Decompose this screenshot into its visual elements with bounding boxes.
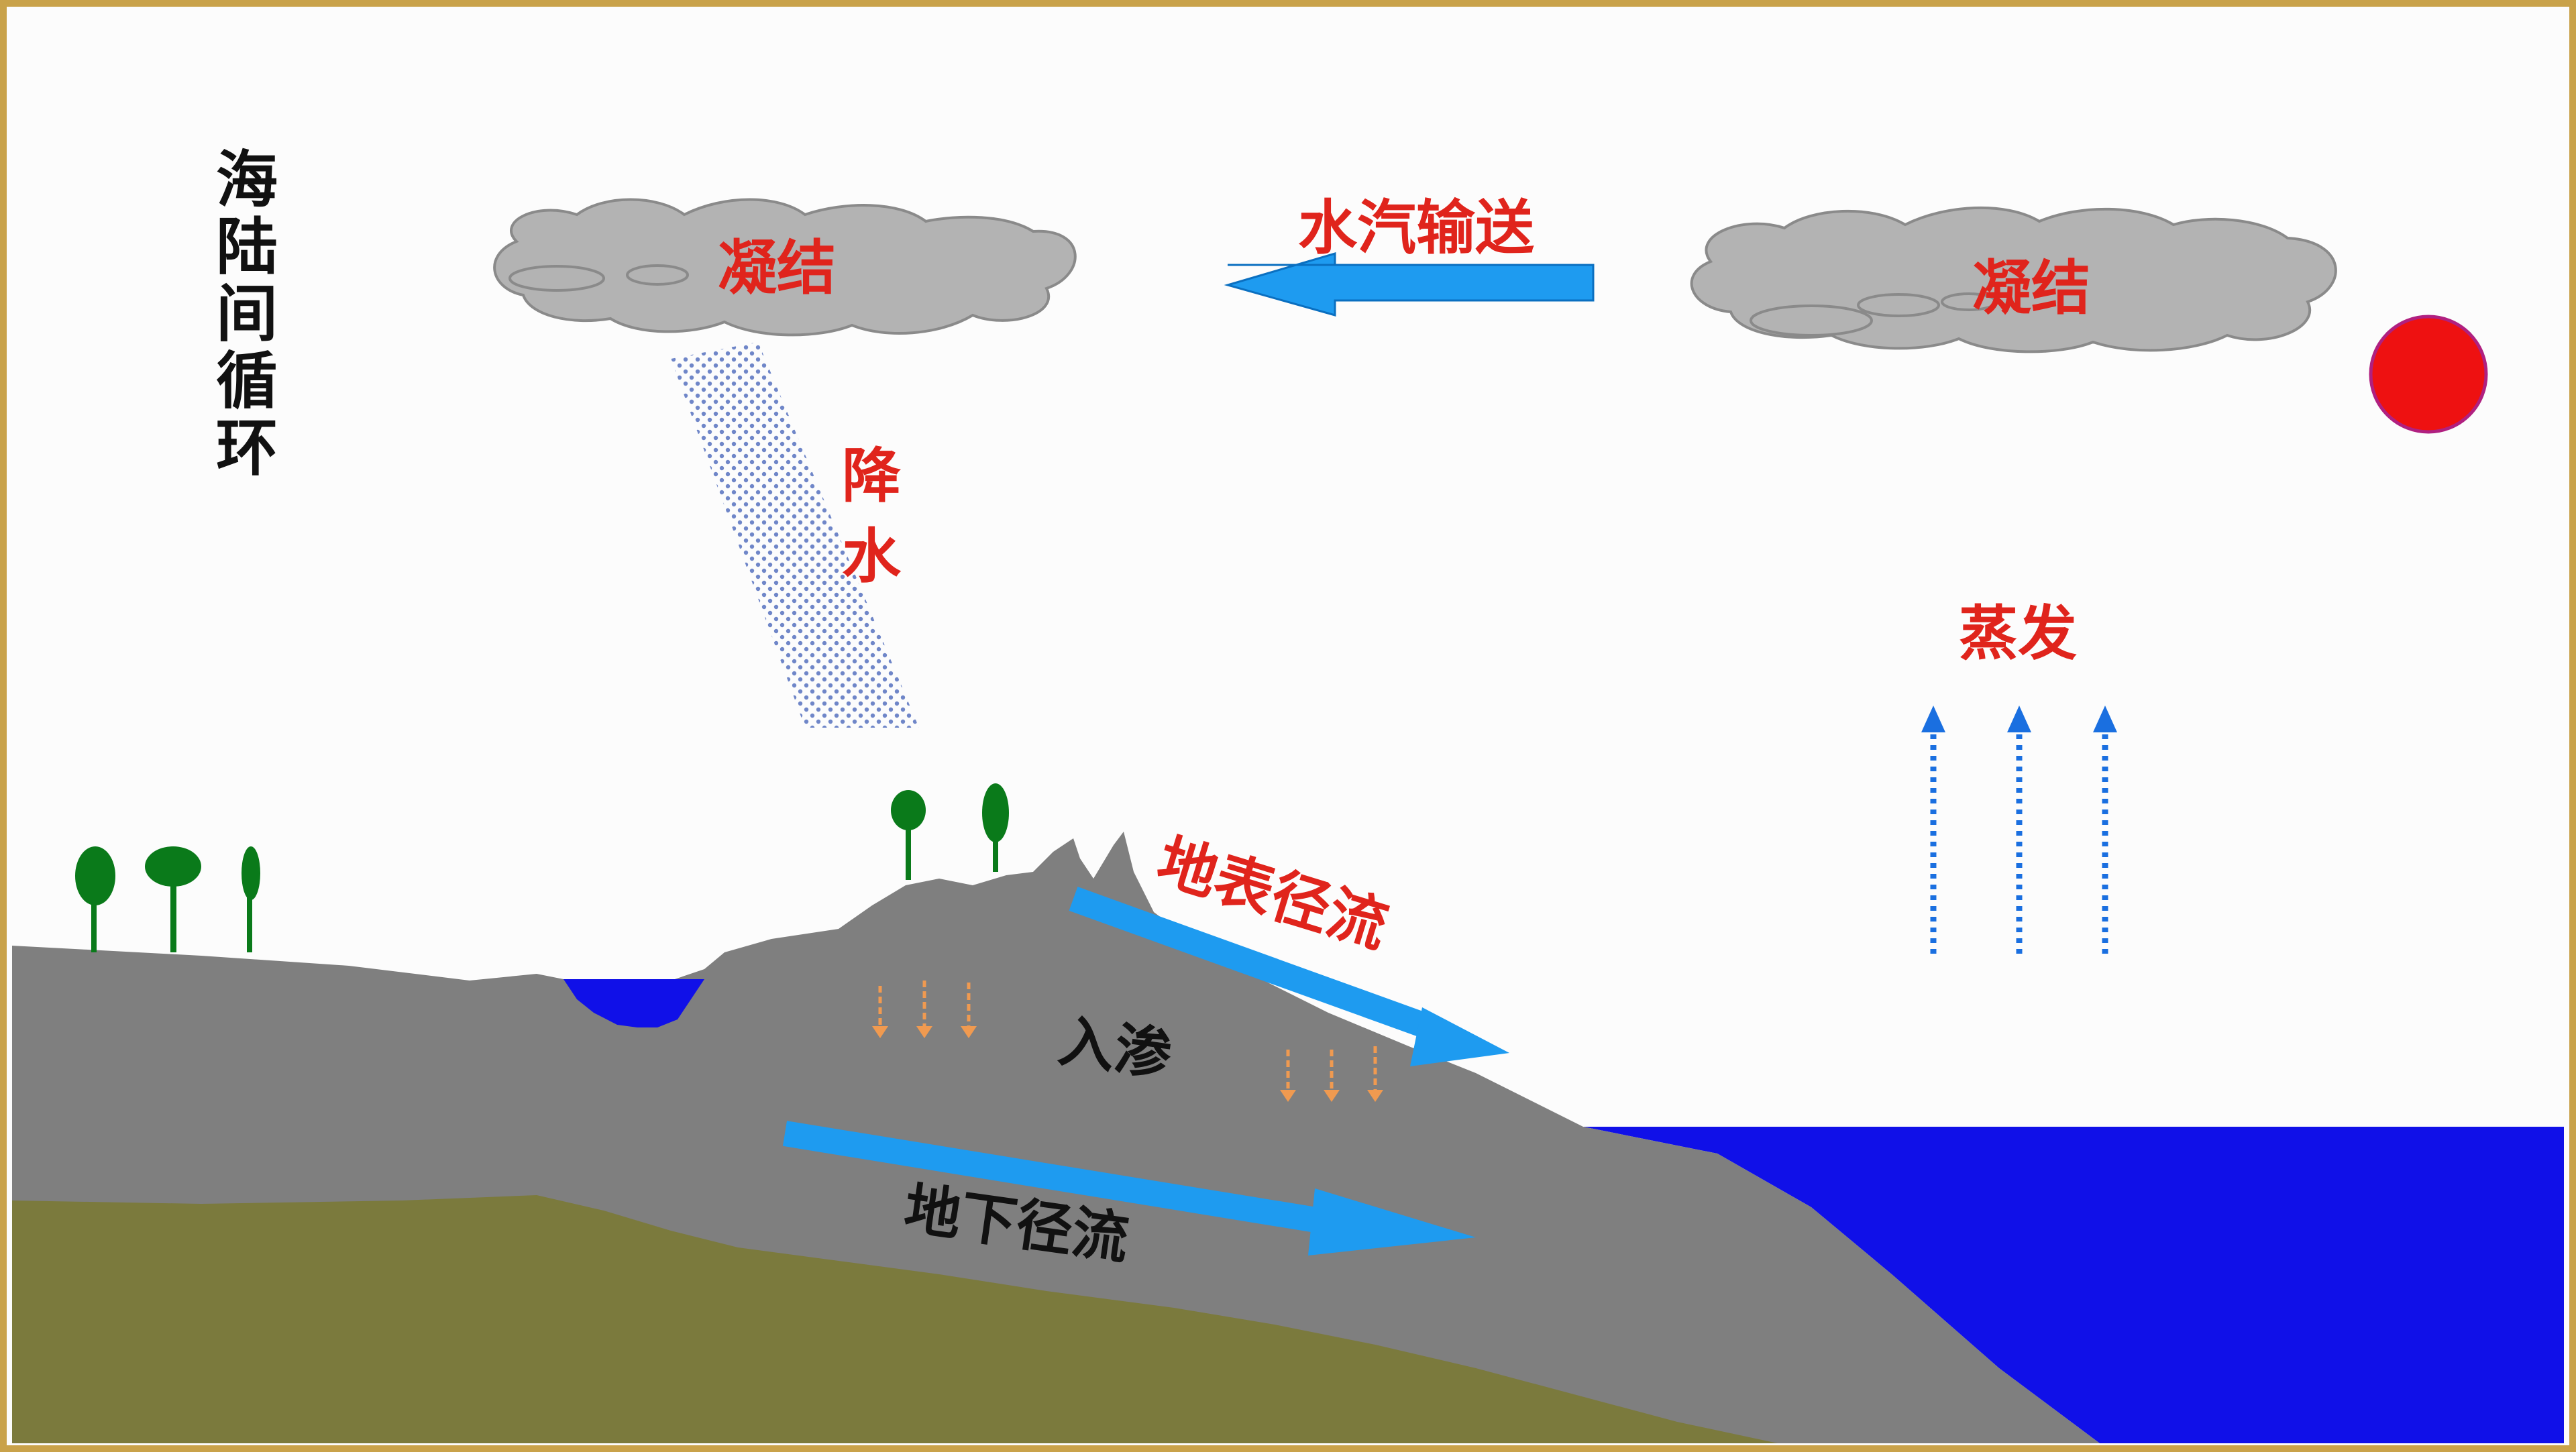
tree-icon	[891, 790, 926, 880]
precipitation-label-char: 水	[842, 522, 902, 591]
condensation-right-label: 凝结	[1972, 254, 2090, 323]
title-char: 环	[216, 412, 278, 484]
tree-icon	[75, 846, 115, 952]
tree-icon	[982, 783, 1009, 872]
vapor-transport-arrow-icon	[1224, 252, 1595, 317]
title-char: 陆	[216, 211, 278, 283]
cloud-icon	[1690, 206, 2337, 353]
precipitation-label-char: 降	[842, 441, 902, 510]
title-char: 循	[216, 345, 278, 417]
surface-runoff-arrow-icon	[1069, 887, 1509, 1066]
sun-icon	[2369, 315, 2488, 434]
groundwater-runoff-arrow-icon	[782, 1121, 1476, 1255]
tree-icon	[145, 846, 201, 952]
condensation-left-label: 凝结	[718, 233, 836, 302]
evaporation-label: 蒸发	[1959, 599, 2077, 668]
tree-icon	[241, 846, 260, 952]
infiltration-label: 入渗	[1055, 1008, 1175, 1088]
vapor-transport-label: 水汽输送	[1298, 193, 1534, 262]
ocean	[1583, 1127, 2564, 1443]
title-char: 间	[216, 278, 278, 350]
evaporation-arrows-icon	[1921, 706, 2117, 959]
title-char: 海	[216, 144, 278, 216]
rain-icon	[671, 342, 919, 728]
infiltration-arrows-icon	[872, 981, 1383, 1102]
cloud-icon	[493, 198, 1077, 337]
bedrock-layer	[12, 1195, 1778, 1443]
lake	[564, 979, 704, 1027]
